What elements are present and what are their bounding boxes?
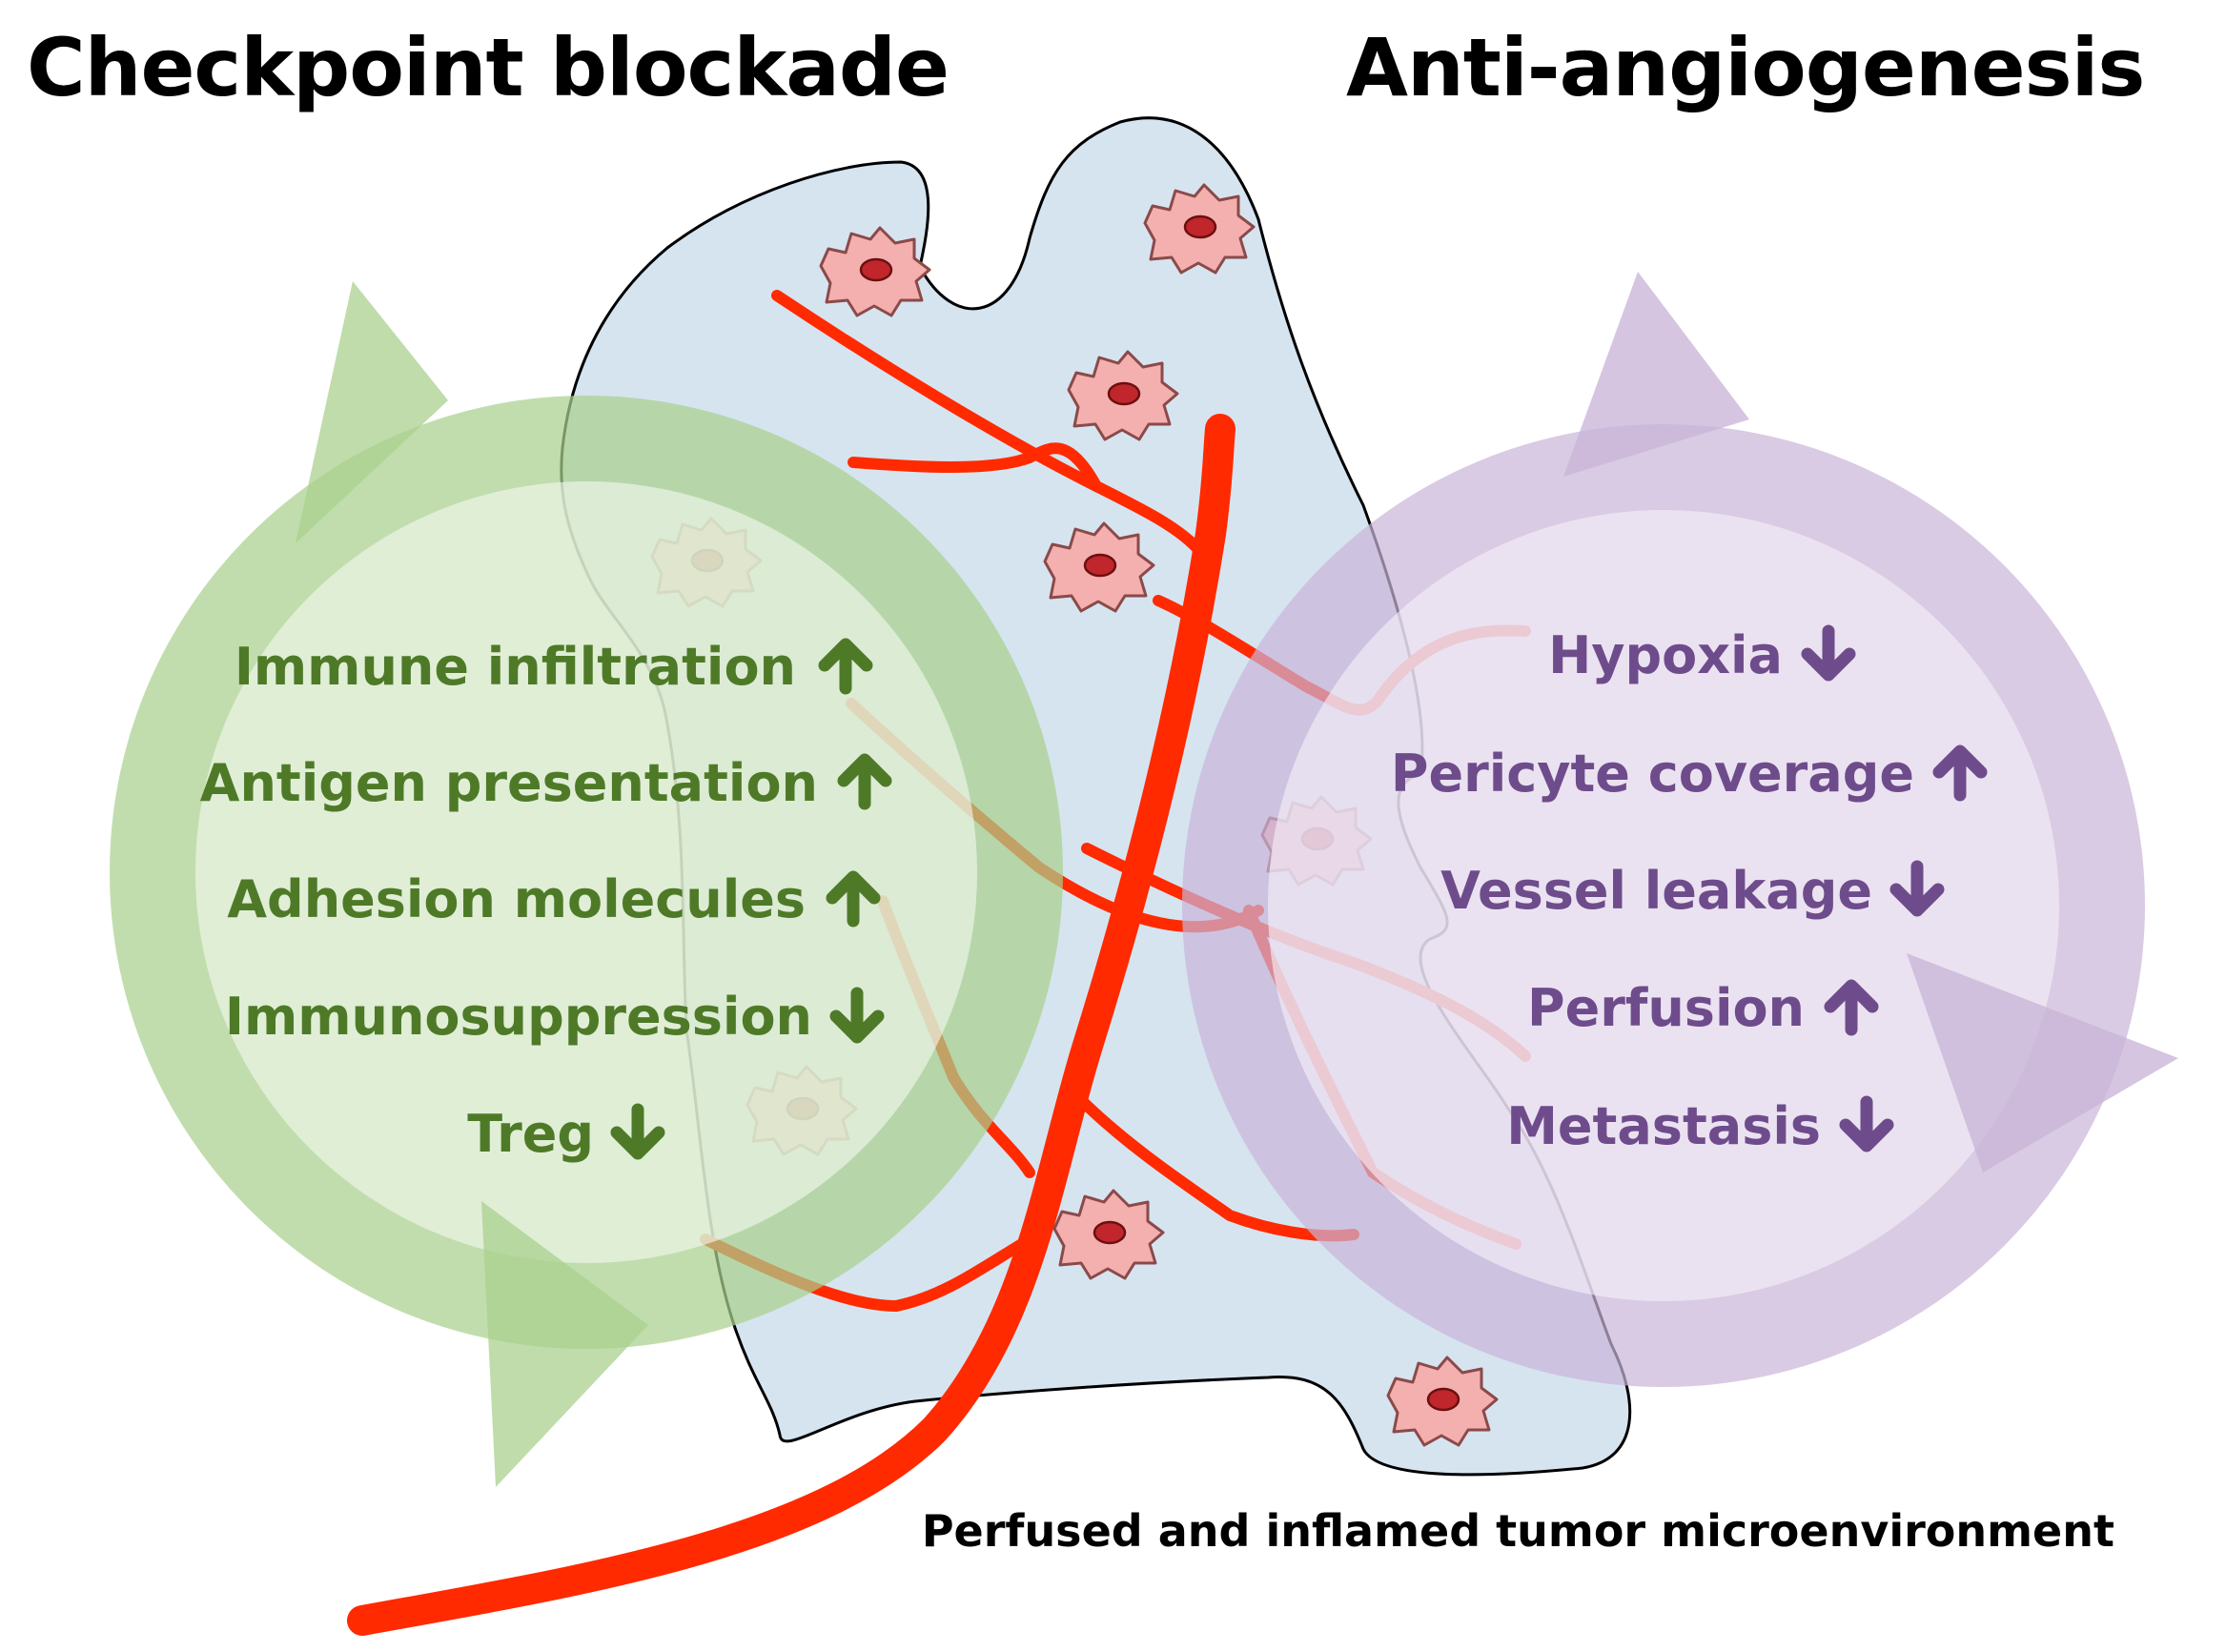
main-vessel <box>347 414 1236 1636</box>
effect-immunosuppression: Immunosuppression <box>225 987 812 1047</box>
effect-antigen-presentation: Antigen presentation <box>200 753 818 813</box>
cycle-arrowhead <box>296 281 448 543</box>
arrow-down-icon <box>1801 624 1856 682</box>
vessel-branch <box>771 290 1207 559</box>
effect-treg: Treg <box>467 1104 594 1164</box>
effect-pericyte-coverage: Pericyte coverage <box>1391 744 1914 804</box>
effect-metastasis: Metastasis <box>1506 1096 1821 1156</box>
arrow-down-icon <box>610 1103 665 1160</box>
effect-hypoxia: Hypoxia <box>1548 625 1783 685</box>
cycle-arrowhead <box>481 1201 648 1487</box>
vessel-branch <box>1072 1091 1359 1242</box>
arrow-up-icon <box>826 870 881 928</box>
cycle-arrowhead <box>1563 272 1749 477</box>
arrow-up-icon <box>1824 979 1879 1036</box>
cycle-arrowhead <box>1907 953 2178 1173</box>
effect-adhesion-molecules: Adhesion molecules <box>227 869 806 929</box>
arrow-down-icon <box>1889 860 1945 917</box>
arrow-up-icon <box>837 753 892 810</box>
vessel-branch <box>848 442 1102 492</box>
checkpoint-blockade-heading: Checkpoint blockade <box>27 21 950 114</box>
effect-vessel-leakage: Vessel leakage <box>1440 861 1872 921</box>
arrow-up-icon <box>1932 744 1988 802</box>
anti-angiogenesis-effects: Hypoxia Pericyte coverage Vessel leakage… <box>1391 624 1988 1156</box>
effect-perfusion: Perfusion <box>1527 978 1805 1038</box>
anti-angiogenesis-heading: Anti-angiogenesis <box>1346 21 2145 114</box>
checkpoint-blockade-effects: Immune infiltration Antigen presentation… <box>200 637 892 1164</box>
arrow-down-icon <box>829 987 885 1044</box>
arrow-up-icon <box>818 638 873 695</box>
arrow-down-icon <box>1839 1095 1894 1152</box>
effect-immune-infiltration: Immune infiltration <box>235 637 796 697</box>
checkpoint-blockade-cycle <box>110 281 1063 1487</box>
microenvironment-caption: Perfused and inflamed tumor microenviron… <box>922 1505 2114 1557</box>
